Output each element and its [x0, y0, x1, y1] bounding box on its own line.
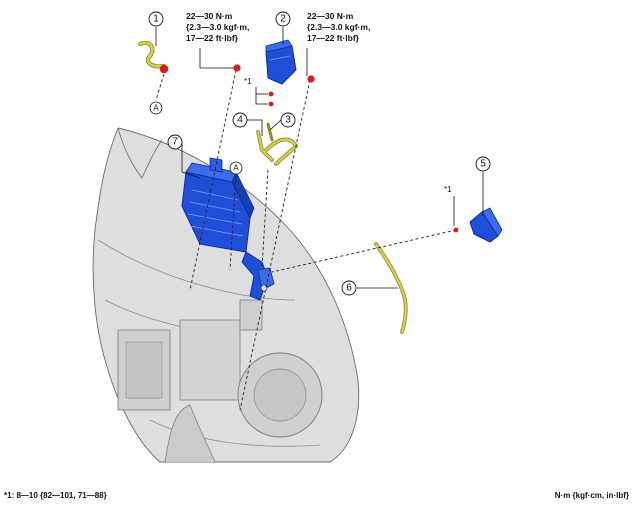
callout-7: 7	[167, 134, 183, 150]
svg-text:17—22 ft·lbf}: 17—22 ft·lbf}	[307, 33, 360, 43]
cable-part-6	[374, 242, 408, 334]
torque-spec-left: 22—30 N·m {2.3—3.0 kgf·m, 17—22 ft·lbf}	[186, 11, 249, 43]
bracket-part	[469, 207, 503, 243]
svg-text:17—22 ft·lbf}: 17—22 ft·lbf}	[186, 33, 239, 43]
torque-dot-right	[307, 75, 315, 83]
callout-3: 3	[280, 112, 296, 128]
leader-lines	[155, 27, 484, 289]
svg-text:7: 7	[172, 137, 178, 148]
svg-text:4: 4	[237, 115, 243, 126]
vehicle-body	[92, 127, 360, 463]
callout-4: 4	[232, 112, 248, 128]
harness-part-1	[137, 40, 169, 74]
svg-text:1: 1	[153, 14, 159, 25]
svg-text:3: 3	[285, 115, 291, 126]
harness-part-3	[256, 122, 299, 166]
svg-text:A: A	[153, 104, 159, 113]
assembly-lines	[155, 69, 457, 411]
svg-text:22—30 N·m: 22—30 N·m	[186, 11, 233, 21]
callout-1: 1	[148, 11, 164, 27]
footnote: *1: 8—10 {82—101, 71—88}	[4, 491, 107, 500]
torque-points	[233, 64, 459, 233]
svg-text:A: A	[233, 164, 239, 173]
callout-6: 6	[341, 280, 357, 296]
ref-a-mid: A	[229, 161, 243, 175]
bolt-dot-lower	[268, 101, 274, 107]
cover-part	[265, 39, 297, 85]
svg-text:2: 2	[280, 14, 286, 25]
bolt-dot-bracket	[453, 227, 459, 233]
svg-text:5: 5	[480, 159, 486, 170]
ref-a-top: A	[149, 101, 163, 115]
torque-spec-right: 22—30 N·m {2.3—3.0 kgf·m, 17—22 ft·lbf}	[307, 11, 370, 43]
star-mark-right: *1	[444, 185, 452, 194]
callout-5: 5	[475, 156, 491, 172]
units-legend: N·m {kgf·cm, in·lbf}	[555, 491, 629, 500]
callouts: 1 2 4 3 7 5 6 A	[148, 11, 491, 296]
svg-text:22—30 N·m: 22—30 N·m	[307, 11, 354, 21]
torque-dot-left	[233, 64, 241, 72]
callout-2: 2	[275, 11, 291, 27]
star-mark-upper: *1	[244, 77, 252, 86]
svg-text:6: 6	[346, 283, 352, 294]
bolt-dot-upper	[268, 91, 274, 97]
svg-text:{2.3—3.0 kgf·m,: {2.3—3.0 kgf·m,	[186, 22, 249, 32]
control-module-part	[181, 157, 275, 301]
svg-text:{2.3—3.0 kgf·m,: {2.3—3.0 kgf·m,	[307, 22, 370, 32]
